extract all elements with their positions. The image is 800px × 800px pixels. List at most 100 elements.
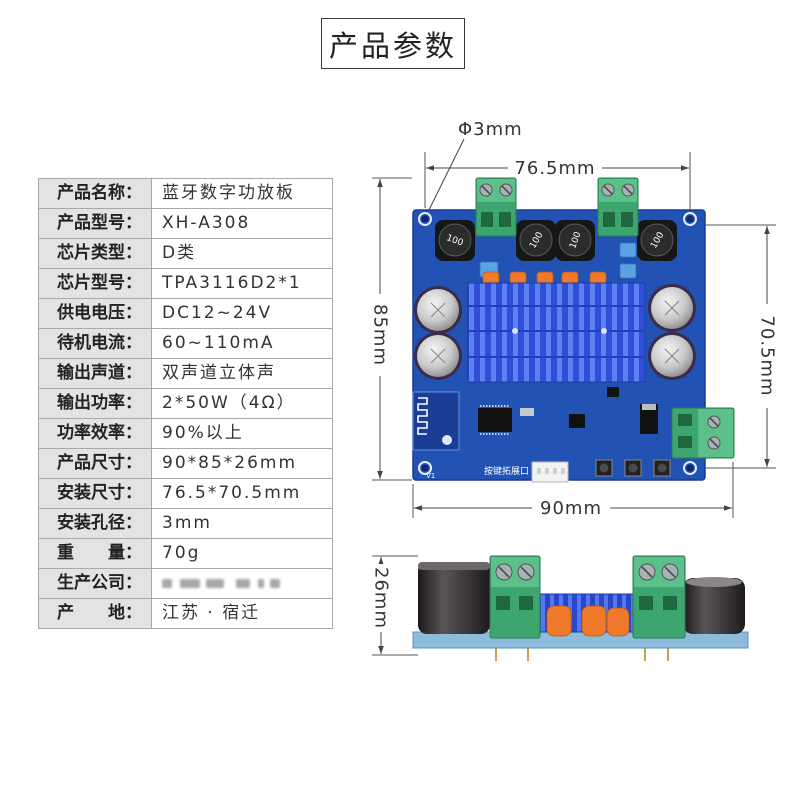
spec-row: 产 地： 江苏 · 宿迁 xyxy=(39,599,332,629)
ceramic-capacitor xyxy=(509,271,527,285)
spec-label: 重 量： xyxy=(39,539,152,568)
pcb-edge xyxy=(412,631,749,649)
spec-value: 60~110mA xyxy=(162,333,275,353)
spec-label: 安装尺寸： xyxy=(39,479,152,508)
spec-value: 76.5*70.5mm xyxy=(162,483,302,503)
hole-spacing-height-label: 70.5mm xyxy=(757,315,778,396)
expansion-connector xyxy=(531,461,569,483)
heatsink xyxy=(467,282,646,383)
film-capacitor xyxy=(619,242,637,258)
dimension-hole-spacing-width: 76.5mm xyxy=(424,152,691,212)
ceramic-capacitor xyxy=(589,271,607,285)
spec-label: 产品名称： xyxy=(39,179,152,208)
electrolytic-capacitor xyxy=(648,284,696,332)
board-top-view: 100 100 100 100 xyxy=(412,177,735,483)
mounting-hole xyxy=(418,461,432,475)
spec-value: D类 xyxy=(162,243,197,263)
ceramic-capacitor-side xyxy=(606,607,630,637)
inductor: 100 xyxy=(435,220,475,261)
dimension-thickness: 26mm xyxy=(371,555,418,656)
spec-value: 90*85*26mm xyxy=(162,453,298,473)
power-terminal xyxy=(671,407,735,459)
ic-chip xyxy=(569,414,585,428)
electrolytic-capacitor xyxy=(414,332,462,380)
blur-mark xyxy=(180,579,200,588)
ceramic-capacitor xyxy=(536,271,554,285)
speaker-terminal-right-side xyxy=(632,555,686,639)
mounting-hole xyxy=(418,212,432,226)
blur-mark xyxy=(206,579,224,588)
crystal xyxy=(520,408,534,416)
label-backdrop xyxy=(370,294,390,376)
bluetooth-module xyxy=(412,391,460,451)
ceramic-capacitor-side xyxy=(546,605,572,637)
spec-label: 功率效率： xyxy=(39,419,152,448)
blur-mark xyxy=(258,579,264,588)
speaker-terminal-left xyxy=(475,177,517,237)
thickness-label: 26mm xyxy=(371,567,392,629)
bluetooth-chip xyxy=(478,405,512,435)
ceramic-capacitor xyxy=(482,271,500,285)
dimension-height: 85mm xyxy=(370,177,412,481)
spec-row: 安装孔径： 3mm xyxy=(39,509,332,539)
small-component xyxy=(607,387,619,397)
spec-label: 安装孔径： xyxy=(39,509,152,538)
spec-value: XH-A308 xyxy=(162,213,251,233)
board-side-view xyxy=(412,555,749,661)
spec-value: 3mm xyxy=(162,513,212,533)
blur-mark xyxy=(270,579,280,588)
spec-row: 产品型号： XH-A308 xyxy=(39,209,332,239)
spec-row: 待机电流： 60~110mA xyxy=(39,329,332,359)
spec-row: 输出声道： 双声道立体声 xyxy=(39,359,332,389)
spec-label: 输出功率： xyxy=(39,389,152,418)
spec-value: 2*50W（4Ω） xyxy=(162,393,296,413)
spec-value: DC12~24V xyxy=(162,303,273,323)
speaker-terminal-right xyxy=(597,177,639,237)
spec-label: 产 地： xyxy=(39,599,152,628)
spec-value: 双声道立体声 xyxy=(162,363,276,383)
ceramic-capacitor-side xyxy=(581,605,607,637)
spec-label: 产品尺寸： xyxy=(39,449,152,478)
inductor: 100 xyxy=(516,220,556,261)
hole-leader-line xyxy=(426,138,465,215)
spec-row: 芯片型号：TPA3116D2*1 xyxy=(39,269,332,299)
company-value-obscured xyxy=(152,569,332,598)
spec-label: 供电电压： xyxy=(39,299,152,328)
dimension-hole-spacing-height: 70.5mm xyxy=(705,224,778,469)
label-backdrop xyxy=(532,498,610,518)
spec-label: 芯片类型： xyxy=(39,239,152,268)
inductor: 100 xyxy=(637,220,677,261)
spec-value: 江苏 · 宿迁 xyxy=(162,603,261,623)
spec-value: 90%以上 xyxy=(162,423,244,443)
blur-mark xyxy=(236,579,250,588)
voltage-regulator xyxy=(640,404,658,434)
spec-row: 产品名称： 蓝牙数字功放板 xyxy=(39,179,332,209)
spec-label: 待机电流： xyxy=(39,329,152,358)
hole-diameter-label: Φ3mm xyxy=(458,119,523,140)
spec-row: 产品尺寸： 90*85*26mm xyxy=(39,449,332,479)
spec-row: 重 量：70g xyxy=(39,539,332,569)
spec-row: 供电电压： DC12~24V xyxy=(39,299,332,329)
button xyxy=(624,459,642,477)
spec-row: 芯片类型： D类 xyxy=(39,239,332,269)
hole-spacing-width-label: 76.5mm xyxy=(514,158,595,179)
dimension-width: 90mm xyxy=(412,462,734,519)
spec-row: 输出功率： 2*50W（4Ω） xyxy=(39,389,332,419)
electrolytic-capacitor xyxy=(414,286,462,334)
electrolytic-capacitor xyxy=(648,332,696,380)
width-label: 90mm xyxy=(540,498,602,519)
spec-row: 安装尺寸： 76.5*70.5mm xyxy=(39,479,332,509)
spec-row: 功率效率： 90%以上 xyxy=(39,419,332,449)
spec-label: 输出声道： xyxy=(39,359,152,388)
capacitor-side-left xyxy=(418,562,490,634)
capacitor-side-right xyxy=(683,577,745,634)
spec-label: 产品型号： xyxy=(39,209,152,238)
spec-value: 蓝牙数字功放板 xyxy=(162,183,295,203)
mounting-hole xyxy=(683,461,697,475)
board-version-label: V1 xyxy=(426,472,435,480)
speaker-terminal-left-side xyxy=(489,555,541,639)
spec-label: 芯片型号： xyxy=(39,269,152,298)
label-backdrop xyxy=(371,564,391,632)
page-title: 产品参数 xyxy=(321,18,465,69)
film-capacitor xyxy=(619,263,637,279)
